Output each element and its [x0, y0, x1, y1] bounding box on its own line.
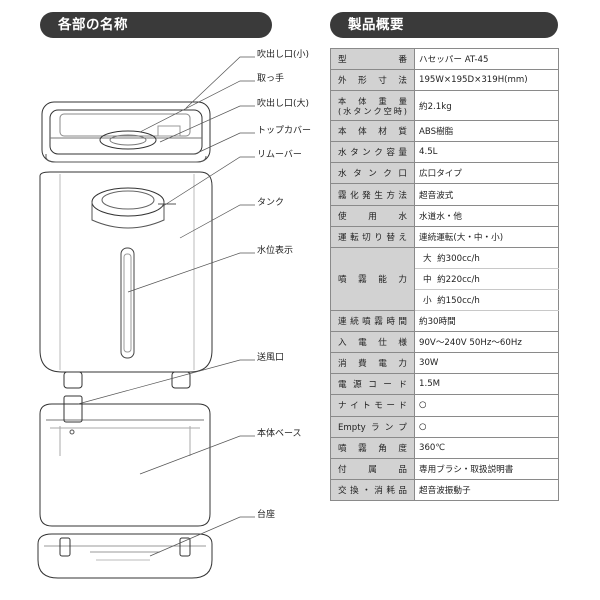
spec-key: 運転切り替え — [330, 225, 415, 248]
spec-row-water: 使用水水道水・他 — [330, 204, 559, 227]
base-drawing — [39, 395, 211, 527]
spec-row-mist-large: 噴霧能力 大 約300cc/h — [330, 246, 559, 312]
mist-amount: 約220cc/h — [437, 274, 480, 285]
spec-key: 型番 — [330, 47, 415, 71]
mist-level: 小 — [423, 295, 432, 306]
spec-value: ○ — [414, 394, 559, 417]
spec-row-mist-medium: 中 約220cc/h — [331, 267, 559, 290]
spec-key: 水タンク口 — [330, 162, 415, 185]
label-tank: タンク — [257, 198, 285, 208]
spec-key: 本体重量 (水タンク空時) — [330, 90, 415, 122]
mist-level: 中 — [423, 274, 432, 285]
spec-value: 30W — [414, 352, 559, 375]
label-top-cover: トップカバー — [257, 126, 312, 136]
spec-key: 水タンク容量 — [330, 141, 415, 164]
spec-value: 専用ブラシ・取扱説明書 — [414, 457, 559, 480]
spec-row-empty-lamp: Emptyランプ○ — [330, 415, 559, 438]
spec-key: 電源コード — [330, 373, 415, 396]
label-air-inlet: 送風口 — [257, 353, 285, 363]
spec-value: 90V〜240V 50Hz〜60Hz — [414, 331, 559, 354]
spec-value: 約2.1kg — [414, 90, 559, 122]
label-remover: リムーバー — [257, 150, 302, 160]
label-handle: 取っ手 — [257, 74, 285, 84]
mist-amount: 約150cc/h — [437, 295, 480, 306]
spec-key: 本体材質 — [330, 120, 415, 143]
spec-value: ハセッパー AT-45 — [414, 47, 559, 71]
label-base: 本体ベース — [257, 429, 302, 439]
spec-value: 水道水・他 — [414, 204, 559, 227]
spec-row-replacement: 交換・消耗品超音波振動子 — [330, 478, 559, 501]
spec-value: ○ — [414, 415, 559, 438]
spec-key: 外形寸法 — [330, 69, 415, 92]
spec-row-mode-switch: 運転切り替え連続運転(大・中・小) — [330, 225, 559, 248]
spec-value: 超音波式 — [414, 183, 559, 206]
spec-key: 連続噴霧時間 — [330, 310, 415, 333]
spec-value: 広口タイプ — [414, 162, 559, 185]
parts-header: 各部の名称 — [40, 12, 272, 38]
spec-value: 超音波振動子 — [414, 478, 559, 501]
spec-row-accessories: 付属品専用ブラシ・取扱説明書 — [330, 457, 559, 480]
label-pedestal: 台座 — [257, 510, 276, 520]
spec-key: ナイトモード — [330, 394, 415, 417]
spec-value: 約30時間 — [414, 310, 559, 333]
label-outlet-small: 吹出し口(小) — [257, 50, 310, 60]
top-cover-drawing — [41, 101, 211, 163]
spec-value: 連続運転(大・中・小) — [414, 225, 559, 248]
spec-value: 360℃ — [414, 436, 559, 459]
label-water-level: 水位表示 — [257, 246, 294, 256]
spec-value: 中 約220cc/h — [414, 267, 559, 290]
spec-key: 使用水 — [330, 204, 415, 227]
spec-row-mist-method: 霧化発生方法超音波式 — [330, 183, 559, 206]
tank-drawing — [39, 171, 213, 389]
spec-key: 噴霧能力 — [330, 246, 415, 312]
spec-key: 消費電力 — [330, 352, 415, 375]
spec-row-continuous-time: 連続噴霧時間約30時間 — [330, 310, 559, 333]
spec-value: 小 約150cc/h — [414, 288, 559, 312]
spec-value: 大 約300cc/h — [414, 246, 559, 269]
spec-header: 製品概要 — [330, 12, 558, 38]
leader-lines — [77, 56, 255, 557]
spec-row-model: 型番ハセッパー AT-45 — [330, 47, 559, 71]
spec-value: ABS樹脂 — [414, 120, 559, 143]
spec-row-tank-opening: 水タンク口広口タイプ — [330, 162, 559, 185]
spec-value: 4.5L — [414, 141, 559, 164]
spec-key: 噴霧角度 — [330, 436, 415, 459]
mist-amount: 約300cc/h — [437, 253, 480, 264]
spec-row-night-mode: ナイトモード○ — [330, 394, 559, 417]
spec-key: 交換・消耗品 — [330, 478, 415, 501]
spec-key: 入電仕様 — [330, 331, 415, 354]
spec-row-weight: 本体重量 (水タンク空時)約2.1kg — [330, 90, 559, 122]
mist-level: 大 — [423, 253, 432, 264]
spec-key: 霧化発生方法 — [330, 183, 415, 206]
pedestal-drawing — [37, 533, 213, 579]
spec-key: 付属品 — [330, 457, 415, 480]
label-outlet-large: 吹出し口(大) — [257, 99, 310, 109]
spec-value: 1.5M — [414, 373, 559, 396]
spec-key: Emptyランプ — [330, 415, 415, 438]
spec-value: 195W×195D×319H(mm) — [414, 69, 559, 92]
